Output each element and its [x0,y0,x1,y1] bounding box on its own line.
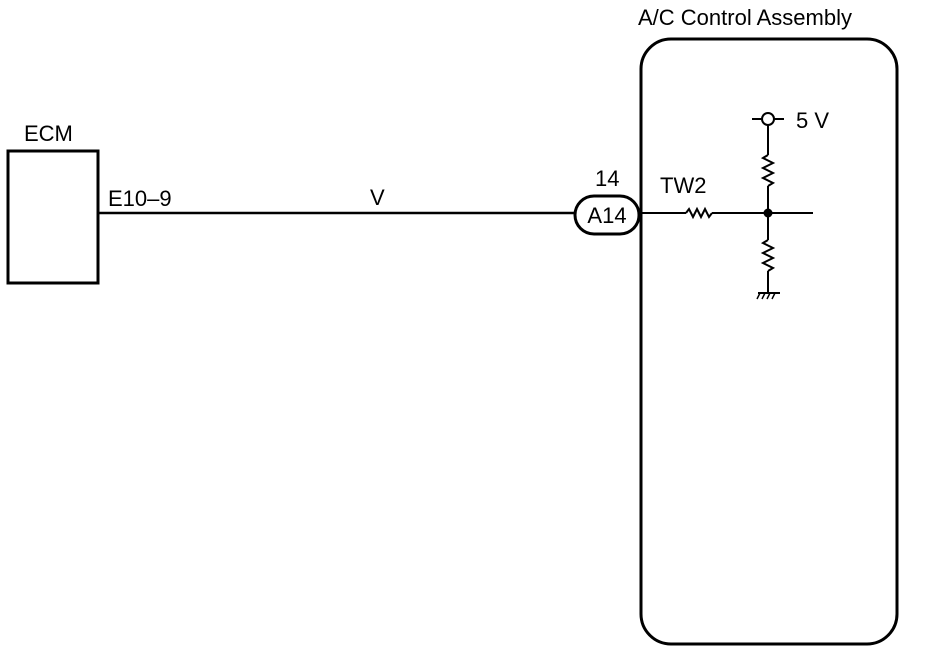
supply-terminal-icon [761,112,775,126]
ac-control-assembly: A/C Control Assembly TW2 5 V [638,5,899,646]
connector-a14: 14 A14 [573,166,641,236]
supply-voltage-label: 5 V [796,108,829,133]
ground-icon [756,292,780,300]
connector-id-label: A14 [587,203,626,228]
ac-assembly-box [639,37,899,646]
ecm-box [6,149,100,285]
ecm-terminal-label: E10–9 [108,186,172,211]
ecm-label: ECM [24,121,73,146]
connector-outline [573,194,641,236]
signal-wire: V [98,185,575,215]
wire-color-label: V [370,185,385,210]
pulldown-resistor [760,239,776,272]
pullup-resistor [760,154,776,187]
ac-assembly-title: A/C Control Assembly [638,5,852,30]
series-resistor [685,206,713,220]
connector-pin-label: 14 [595,166,619,191]
tw2-label: TW2 [660,173,706,198]
ecm-unit: ECM E10–9 [6,121,172,285]
